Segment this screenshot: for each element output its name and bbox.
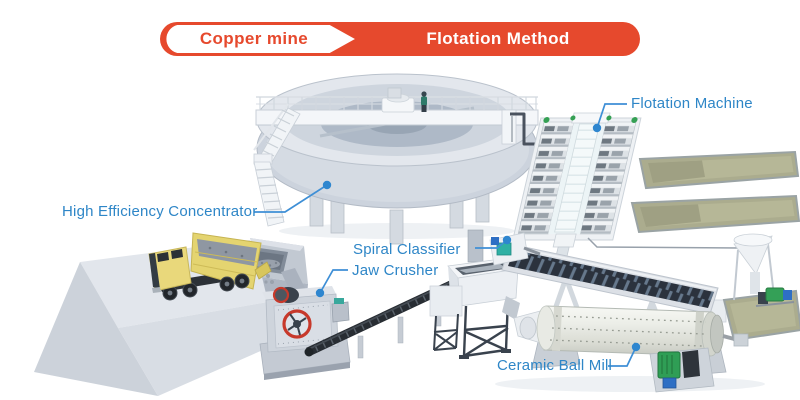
ball-mill-illustration: [513, 305, 749, 393]
flotation-machine-illustration: [512, 112, 642, 262]
label-high-efficiency-concentrator: High Efficiency Concentrator: [62, 203, 258, 220]
header-stage-label: Copper mine: [199, 29, 309, 48]
stage-pill: [164, 23, 360, 55]
rivet-rows: [549, 315, 707, 347]
transfer-pipe: [587, 237, 741, 249]
staircase: [253, 103, 301, 227]
center-launder: [554, 123, 601, 233]
leader-mill: [608, 346, 637, 367]
center-drive: [381, 87, 415, 113]
auxiliary-frame: [429, 285, 463, 351]
label-jaw-crusher: Jaw Crusher: [352, 262, 439, 279]
label-flotation-machine: Flotation Machine: [631, 95, 753, 112]
label-ceramic-ball-mill: Ceramic Ball Mill: [497, 357, 613, 374]
truck-cab: [148, 246, 192, 293]
slurry-pump: [755, 287, 795, 307]
leader-dots: [315, 123, 641, 352]
shadow: [495, 376, 765, 392]
steel-frame: [462, 297, 510, 358]
header-method-label: Flotation Method: [426, 29, 570, 48]
concentrator-illustration: [253, 73, 548, 245]
leader-classifier: [475, 239, 508, 249]
settling-ponds: [630, 150, 800, 234]
leader-jaw: [319, 269, 348, 294]
cell-bank-right: [579, 121, 637, 235]
mill-shell: [543, 305, 713, 357]
worker-figure: [421, 91, 427, 112]
spiral-screw: [508, 250, 714, 308]
label-spiral-classifier: Spiral Classifier: [353, 241, 461, 258]
dump-truck: [148, 232, 274, 301]
leader-lines: [254, 103, 637, 367]
mill-drive-motor: [649, 347, 715, 393]
leader-flotation: [596, 103, 627, 129]
tailgate: [254, 261, 272, 280]
header-banner: [160, 22, 640, 56]
leader-concentrator: [254, 184, 328, 213]
discharge-funnel: [733, 233, 775, 301]
flywheel: [282, 309, 312, 339]
